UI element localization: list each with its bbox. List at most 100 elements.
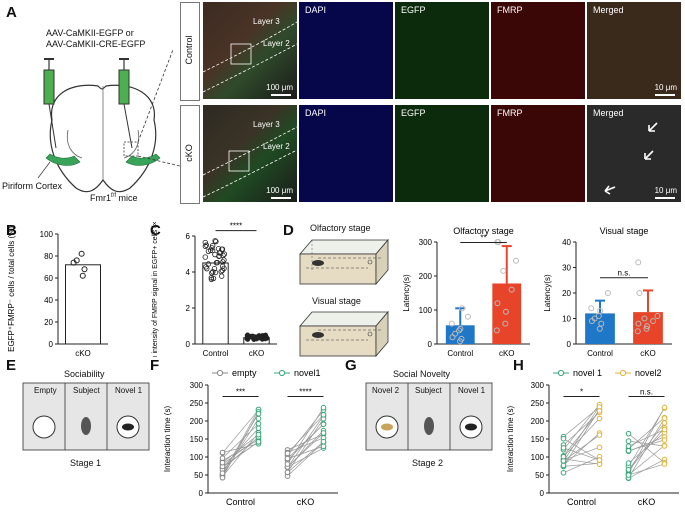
pair-line — [287, 445, 324, 459]
data-point — [512, 257, 519, 264]
x-tick-label: Control — [447, 349, 473, 357]
data-point — [661, 420, 668, 426]
y-tick-label: 2 — [186, 304, 191, 313]
visual-stage-label: Visual stage — [312, 296, 361, 306]
panel-letter-g: G — [345, 357, 357, 374]
pair-line — [287, 432, 324, 468]
pair-line — [563, 406, 600, 437]
data-point — [219, 455, 226, 461]
y-axis-label: Latency(s) — [402, 274, 411, 312]
pair-line — [628, 445, 665, 476]
data-point — [560, 453, 567, 460]
significance-label: n.s. — [640, 388, 653, 397]
data-point — [219, 459, 226, 466]
data-point — [650, 318, 657, 325]
legend-marker — [278, 369, 286, 377]
pair-line — [222, 436, 259, 471]
y-axis-label: EGFP⁺FMRP⁻ cells / total cells (%) — [7, 226, 16, 352]
legend-marker — [557, 369, 565, 377]
x-tick-label: cKO — [640, 349, 656, 357]
data-point — [464, 313, 471, 320]
data-point — [502, 320, 509, 327]
data-point — [625, 460, 632, 466]
data-point — [661, 461, 668, 467]
data-point — [596, 432, 603, 438]
scale-bar-10-control — [655, 94, 675, 96]
data-point — [588, 305, 595, 312]
pair-line — [628, 418, 665, 479]
dapi-label-cko: DAPI — [305, 108, 327, 118]
data-point — [643, 325, 650, 332]
panel-letter-a: A — [6, 4, 17, 21]
y-tick-label: 300 — [190, 381, 204, 390]
data-point — [560, 470, 567, 476]
data-point — [596, 408, 603, 414]
y-tick-label: 200 — [531, 417, 545, 426]
data-point — [456, 327, 463, 334]
pair-line — [628, 427, 665, 471]
merged-label-cko: Merged — [593, 108, 624, 118]
data-point — [81, 266, 88, 273]
data-point — [661, 437, 668, 443]
data-point — [255, 431, 262, 438]
panel-letter-d: D — [283, 222, 294, 239]
data-point — [320, 430, 327, 436]
pair-line — [563, 447, 600, 461]
overview-image-cko: Layer 3 Layer 2 100 μm — [203, 105, 297, 202]
data-point — [625, 447, 632, 454]
data-point — [255, 425, 262, 431]
scale-bar-10-cko — [655, 197, 675, 199]
pair-line — [628, 407, 665, 474]
data-point — [203, 264, 209, 270]
data-point — [284, 469, 291, 476]
data-point — [560, 445, 567, 451]
data-point — [448, 320, 455, 327]
y-tick-label: 100 — [190, 453, 204, 462]
layer3-label-cko: Layer 3 — [253, 120, 280, 129]
significance-label: ** — [480, 234, 486, 243]
chamber-novel1-label-e: Novel 1 — [115, 386, 143, 395]
pair-line — [222, 411, 259, 478]
legend-label: empty — [232, 368, 257, 378]
x-tick-label: cKO — [249, 349, 265, 357]
data-point — [202, 239, 208, 246]
pair-line — [222, 439, 259, 461]
pair-line — [628, 440, 665, 447]
data-point — [560, 462, 567, 469]
y-tick-label: 0 — [567, 340, 572, 349]
data-point — [220, 259, 226, 265]
x-tick-label: Control — [587, 349, 613, 357]
data-point — [244, 336, 250, 342]
legend-label: novel2 — [635, 368, 662, 378]
data-point — [596, 444, 603, 451]
pair-line — [628, 463, 665, 476]
pair-line — [563, 410, 600, 456]
y-axis-label: Mean intensity of FMRP signal in EGFP+ c… — [152, 222, 159, 357]
y-tick-label: 50 — [535, 471, 544, 480]
virus-label-1: AAV-CaMKII-EGFP or — [46, 28, 134, 38]
significance-label: n.s. — [618, 269, 631, 278]
egfp-label-cko: EGFP — [401, 108, 426, 118]
panel-letter-h: H — [513, 357, 524, 374]
y-tick-label: 6 — [186, 232, 191, 241]
egfp-label-control: EGFP — [401, 5, 426, 15]
data-point — [79, 272, 86, 279]
data-point — [284, 461, 291, 467]
data-point — [218, 273, 225, 279]
data-point — [502, 308, 509, 315]
data-point — [625, 466, 632, 473]
significance-label: *** — [236, 388, 245, 397]
pair-line — [287, 407, 324, 465]
data-point — [213, 238, 219, 245]
chamber-subject-label-e: Subject — [73, 386, 100, 395]
data-point — [260, 333, 266, 339]
y-tick-label: 80 — [44, 252, 53, 261]
data-point — [494, 300, 501, 307]
data-point — [78, 250, 85, 257]
pair-line — [563, 456, 600, 474]
data-point — [255, 438, 262, 445]
panel-letter-f: F — [150, 357, 160, 374]
